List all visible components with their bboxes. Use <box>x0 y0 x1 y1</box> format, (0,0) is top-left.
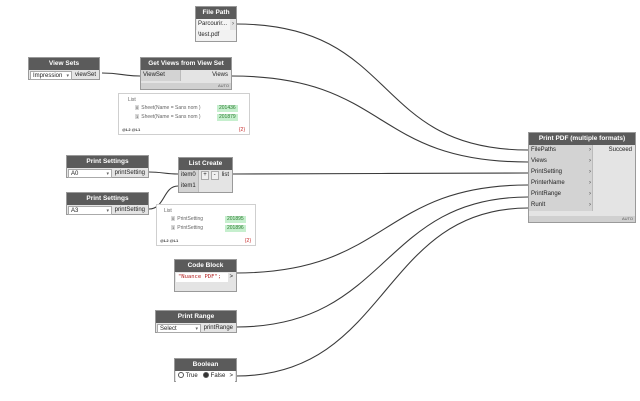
input-port-runit[interactable]: RunIt <box>529 200 593 211</box>
boolean-node[interactable]: Boolean True False > <box>174 358 237 382</box>
print-settings-node-1[interactable]: Print Settings A0 ▾ printSetting <box>66 155 149 178</box>
input-port-item1[interactable]: item1 <box>179 181 199 192</box>
chevron-down-icon: ▾ <box>195 326 198 332</box>
radio-true[interactable]: True <box>178 371 198 382</box>
print-settings-node-2[interactable]: Print Settings A3 ▾ printSetting <box>66 192 149 215</box>
node-title: Boolean <box>175 359 236 371</box>
chevron-right-icon[interactable]: › <box>232 21 234 27</box>
wire-boolean-to-runit <box>235 207 529 377</box>
radio-false[interactable]: False <box>203 371 225 382</box>
list-levels: @L2 @L1 <box>122 127 141 132</box>
chevron-right-icon: › <box>589 191 591 197</box>
wire-printrange-to-printrange <box>235 196 529 328</box>
input-port-views[interactable]: Views <box>529 156 593 167</box>
list-levels: @L2 @L1 <box>160 238 179 243</box>
wire-viewset-to-getviews <box>101 72 141 77</box>
chevron-down-icon: ▾ <box>106 171 109 177</box>
browse-button[interactable]: Parcourir... <box>197 19 230 30</box>
print-setting-dropdown[interactable]: A3 ▾ <box>68 206 112 215</box>
list-create-node[interactable]: List Create item0 + - list item1 <box>178 157 233 193</box>
file-path-node[interactable]: File Path Parcourir... › \test.pdf <box>195 6 237 42</box>
chevron-down-icon: ▾ <box>66 73 69 79</box>
output-port[interactable]: > <box>229 274 233 280</box>
node-footer: AUTO <box>529 216 635 222</box>
input-port-viewset[interactable]: ViewSet <box>141 70 181 81</box>
node-title: Print Settings <box>67 193 148 205</box>
wire-codeblock-to-printername <box>235 184 529 274</box>
preview-value: 201895 <box>225 216 246 223</box>
chevron-right-icon: › <box>589 180 591 186</box>
input-port-filepaths[interactable]: FilePaths <box>529 145 593 156</box>
print-range-node[interactable]: Print Range Select ▾ printRange <box>155 310 237 333</box>
output-port-list[interactable]: list <box>221 172 229 178</box>
dropdown-value: Impression <box>33 73 63 79</box>
preview-value: 201879 <box>217 114 238 121</box>
node-title: Code Block <box>175 260 236 272</box>
radio-checked-icon <box>203 372 209 379</box>
chevron-right-icon: › <box>589 158 591 164</box>
print-range-dropdown[interactable]: Select ▾ <box>157 324 201 333</box>
input-port-item0[interactable]: item0 <box>179 170 199 181</box>
print-setting-dropdown[interactable]: A0 ▾ <box>68 169 112 178</box>
view-set-dropdown[interactable]: Impression ▾ <box>30 71 72 80</box>
node-title: Get Views from View Set <box>141 58 231 70</box>
output-port-printsetting[interactable]: printSetting <box>114 207 145 213</box>
get-views-node[interactable]: Get Views from View Set ViewSet Views AU… <box>140 57 232 90</box>
radio-unchecked-icon <box>178 372 184 379</box>
node-title: Print Range <box>156 311 236 323</box>
wire-printsetting2-to-item1 <box>148 185 179 210</box>
preview-header: List <box>128 97 136 103</box>
preview-value: 201436 <box>217 105 238 112</box>
output-port-succeed[interactable]: Succeed <box>608 147 632 153</box>
code-editor[interactable]: "Nuance PDF"; <box>176 273 228 282</box>
input-port-printrange[interactable]: PrintRange <box>529 189 593 200</box>
node-footer: AUTO <box>141 83 231 89</box>
add-input-button[interactable]: + <box>201 171 209 180</box>
chevron-right-icon: › <box>589 147 591 153</box>
wire-printsetting1-to-item0 <box>148 171 179 175</box>
code-block-node[interactable]: Code Block "Nuance PDF"; > <box>174 259 237 292</box>
dropdown-value: Select <box>160 326 177 332</box>
run-mode-label: AUTO <box>621 216 633 221</box>
view-sets-node[interactable]: View Sets Impression ▾ viewSet <box>28 57 100 80</box>
chevron-down-icon: ▾ <box>106 208 109 214</box>
wire-filepath-to-filepaths <box>235 23 529 151</box>
output-port[interactable]: > <box>229 373 233 379</box>
chevron-right-icon: › <box>589 169 591 175</box>
node-title: Print Settings <box>67 156 148 168</box>
item-count: {2} <box>238 127 245 133</box>
wire-list-to-printsetting <box>231 172 529 175</box>
item-count: {2} <box>244 238 251 244</box>
file-path-value: \test.pdf <box>198 32 220 38</box>
input-port-printsetting[interactable]: PrintSetting <box>529 167 593 178</box>
wire-views-to-views <box>230 75 529 163</box>
input-port-printername[interactable]: PrinterName <box>529 178 593 189</box>
preview-value: 201896 <box>225 225 246 232</box>
node-title: View Sets <box>29 58 99 70</box>
dropdown-value: A3 <box>71 208 79 214</box>
print-pdf-node[interactable]: Print PDF (multiple formats) FilePaths› … <box>528 132 636 223</box>
output-port-views[interactable]: Views <box>212 72 228 78</box>
node-title: List Create <box>179 158 232 170</box>
run-mode-label: AUTO <box>217 83 229 88</box>
preview-header: List <box>164 208 172 214</box>
remove-input-button[interactable]: - <box>210 171 219 180</box>
node-title: File Path <box>196 7 236 19</box>
node-title: Print PDF (multiple formats) <box>529 133 635 145</box>
chevron-right-icon: › <box>589 202 591 208</box>
output-port-viewset[interactable]: viewSet <box>74 72 96 78</box>
dropdown-value: A0 <box>71 171 79 177</box>
output-port-printsetting[interactable]: printSetting <box>114 170 145 176</box>
output-port-printrange[interactable]: printRange <box>203 325 233 331</box>
